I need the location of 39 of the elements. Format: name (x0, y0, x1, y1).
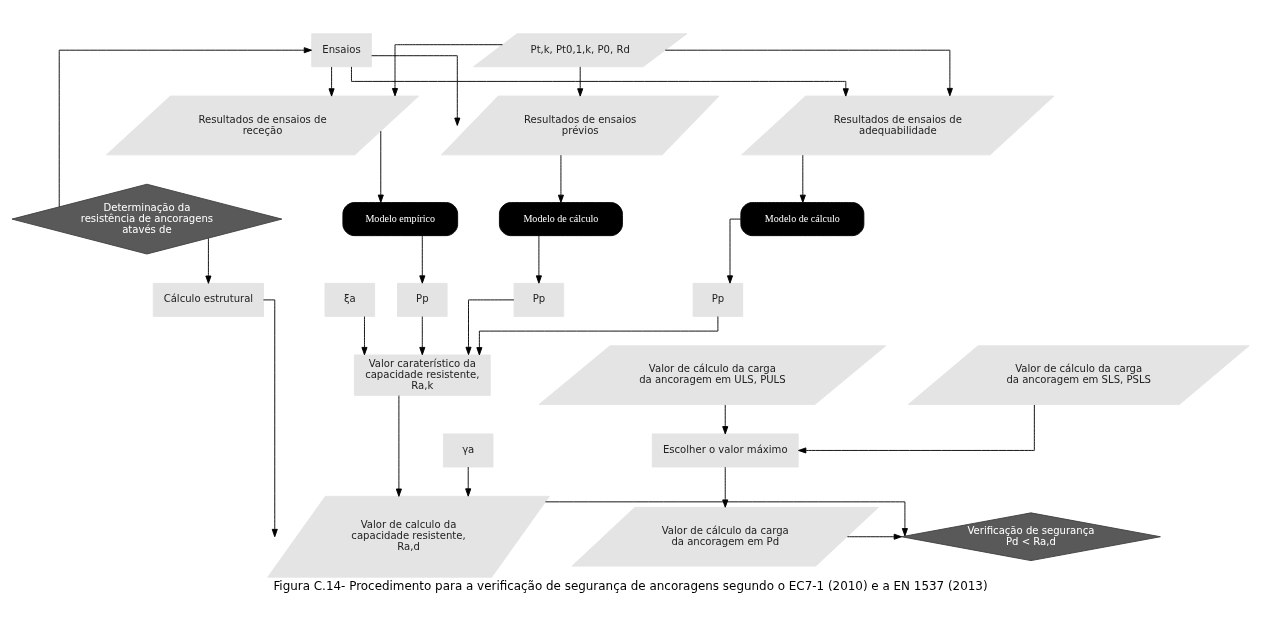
arrow (545, 501, 908, 537)
arrow (535, 235, 542, 284)
node-box: ξa (324, 282, 376, 317)
node-box: Valor caraterístico da capacidade resistente, Ra,k (353, 354, 491, 396)
arrow (846, 533, 902, 540)
node-box: Ensaios (311, 33, 372, 68)
arrow (722, 404, 729, 435)
arrow (799, 154, 806, 203)
arrow (798, 404, 1035, 454)
arrow (465, 299, 515, 356)
node-diamond: Determinação da resistência de ancoragens atavés de (11, 183, 283, 255)
arrow (419, 235, 426, 284)
node-box: Modelo empírico (342, 202, 459, 237)
arrow (726, 218, 742, 284)
node-box: Modelo de cálculo (740, 202, 865, 237)
arrow (205, 237, 212, 284)
node-box: Modelo de cálculo (498, 202, 623, 237)
arrow (395, 395, 402, 497)
node-box: Escolher o valor máximo (651, 433, 799, 468)
node-box: Pp (692, 282, 744, 317)
arrow (465, 466, 472, 497)
node-box: Cálculo estrutural (152, 282, 264, 317)
arrow (577, 66, 584, 97)
arrow (361, 316, 368, 356)
arrow (391, 44, 503, 97)
arrow (664, 49, 953, 97)
arrow (263, 299, 278, 538)
caption: Figura C.14- Procedimento para a verificação de segurança de ancoragens segundo o EC7-1 (2010) e a EN 1537 (2013) (273, 579, 988, 594)
arrow (722, 466, 729, 508)
node-box: Pp (513, 282, 565, 317)
arrow (557, 154, 564, 203)
arrow (419, 316, 426, 356)
node-box: γa (442, 433, 494, 468)
arrow (351, 66, 849, 97)
arrow (377, 130, 384, 203)
arrow (371, 55, 461, 126)
arrow (328, 66, 335, 97)
node-box: Pp (397, 282, 448, 317)
arrow (58, 47, 313, 208)
